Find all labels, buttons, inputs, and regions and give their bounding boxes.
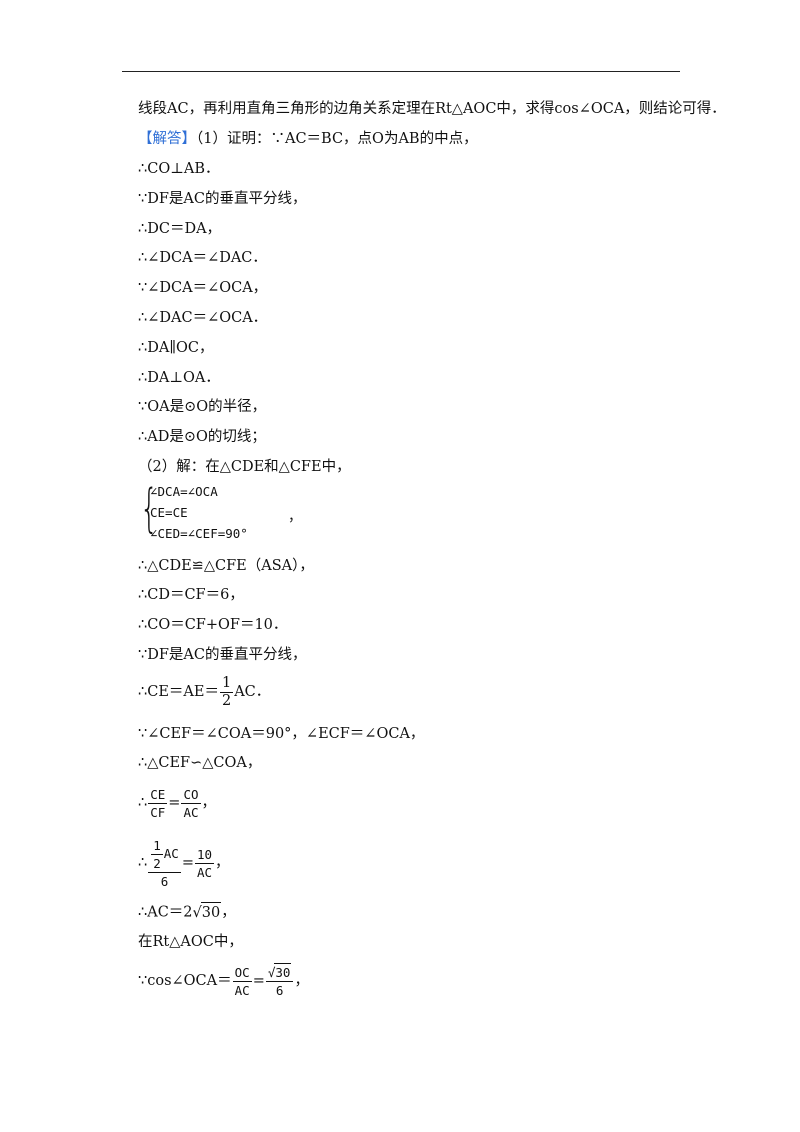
fraction-numerator: OC [232, 964, 252, 982]
intro-line: 线段AC，再利用直角三角形的边角关系定理在Rt△AOC中，求得cos∠OCA，则… [138, 101, 726, 117]
system-row: ∠CED=∠CEF=90° [150, 526, 248, 541]
proof-line: ∵DF是AC的垂直平分线， [138, 191, 307, 207]
proof-line: ∴CO⊥AB． [138, 161, 220, 177]
proof-line: ∴AD是⊙O的切线； [138, 429, 266, 445]
rt-line: 在Rt△AOC中， [138, 934, 243, 950]
system-brace: { [140, 479, 159, 539]
answer-heading: 【解答】（1）证明：∵AC＝BC，点O为AB的中点， [138, 129, 478, 149]
proof-line: ∵∠DCA＝∠OCA， [138, 280, 268, 296]
proof-line: ∵DF是AC的垂直平分线， [138, 647, 307, 663]
fraction-sqrt30-6: √30 6 [265, 963, 294, 1000]
fraction-numerator: √30 [265, 963, 294, 983]
proof-line: ∵OA是⊙O的半径， [138, 399, 267, 415]
fraction-numerator: 10 [194, 846, 215, 864]
proof-line: ∴∠DCA＝∠DAC． [138, 250, 267, 266]
fraction-denominator: AC [234, 982, 250, 998]
fraction-numerator: 1 [151, 837, 163, 855]
proof-line: ∴△CEF∽△COA， [138, 755, 262, 771]
ac-prefix: ∴AC＝2 [138, 904, 193, 921]
ce-suffix: AC． [234, 684, 271, 700]
therefore-symbol: ∴ [138, 855, 148, 871]
proof-line: ∴DA∥OC， [138, 340, 214, 356]
ratio-comma: ， [215, 855, 230, 871]
ce-prefix: ∴CE＝AE＝ [138, 684, 219, 700]
fraction-denominator: 6 [160, 873, 169, 889]
proof-line: ∵∠CEF＝∠COA＝90°，∠ECF＝∠OCA， [138, 726, 425, 742]
system-row: ∠DCA=∠OCA [150, 484, 218, 499]
radicand: 30 [200, 902, 222, 923]
part1-heading: （1）证明：∵AC＝BC，点O为AB的中点， [196, 131, 478, 147]
proof-line: ∴DA⊥OA． [138, 370, 220, 386]
fraction-denominator: 2 [221, 692, 232, 709]
equals-sign: = [181, 855, 194, 871]
equation-system: { ∠DCA=∠OCA CE=CE ∠CED=∠CEF=90° ， [140, 480, 340, 546]
cos-comma: ， [294, 973, 309, 989]
sqrt-30: √30 [193, 902, 222, 923]
equals-sign: = [252, 973, 265, 989]
system-comma: ， [288, 509, 302, 525]
numerator-ac: AC [163, 845, 179, 861]
fraction-denominator: 2 [153, 855, 161, 871]
therefore-symbol: ∴ [138, 795, 148, 811]
fraction-numerator: CO [181, 786, 201, 804]
answer-tag: 【解答】 [138, 131, 196, 147]
fraction-numerator: 1 [219, 674, 234, 693]
cos-prefix: ∵cos∠OCA＝ [138, 973, 232, 989]
fraction-denominator: CF [150, 804, 166, 820]
ac-comma: ， [221, 904, 236, 921]
radicand: 30 [274, 963, 292, 981]
sqrt-30: √30 [267, 963, 292, 981]
proof-line: ∴△CDE≌△CFE（ASA）， [138, 558, 314, 574]
header-rule [122, 71, 680, 72]
fraction-numerator: CE [148, 786, 168, 804]
system-row: CE=CE [150, 505, 188, 520]
fraction-denominator: AC [183, 804, 199, 820]
fraction-denominator: AC [196, 864, 213, 880]
fraction-denominator: 6 [275, 983, 284, 999]
proof-line: ∴CO＝CF+OF＝10． [138, 617, 288, 633]
proof-line: ∴CD＝CF＝6， [138, 587, 244, 603]
ratio-comma: ， [201, 795, 217, 811]
ac-value-line: ∴AC＝2√30， [138, 902, 236, 923]
proof-line: ∴DC＝DA， [138, 221, 222, 237]
proof-line: ∴∠DAC＝∠OCA． [138, 310, 268, 326]
equals-sign: = [168, 795, 181, 811]
part2-heading: （2）解：在△CDE和△CFE中， [138, 459, 351, 475]
